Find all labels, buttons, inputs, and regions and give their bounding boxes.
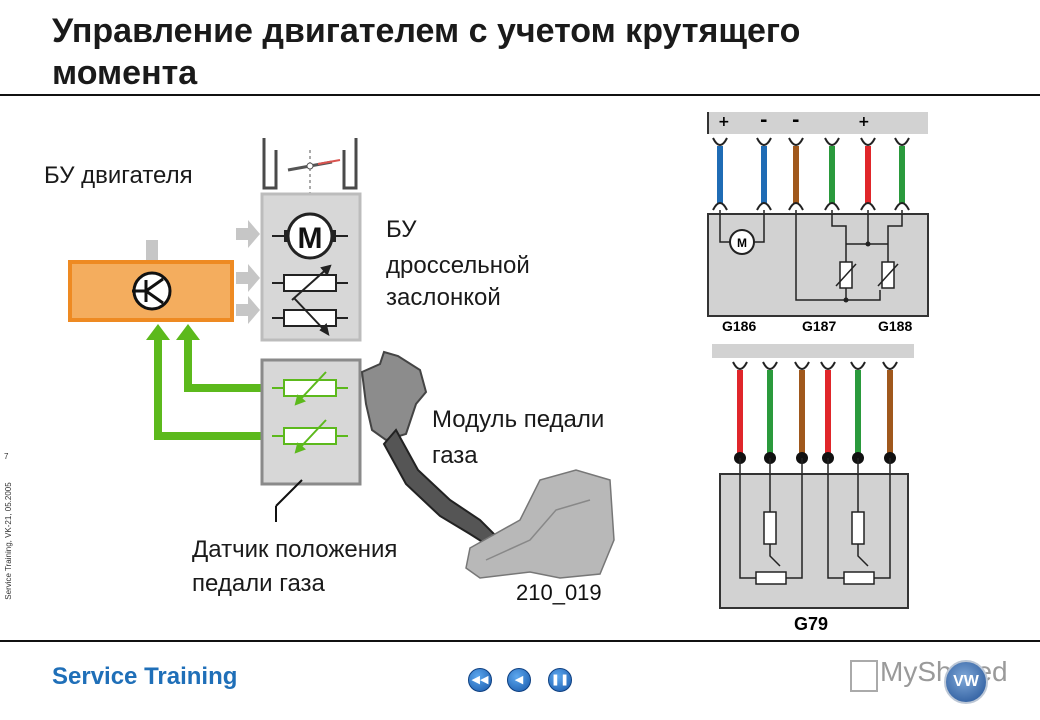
first-slide-button[interactable]: ◀◀ — [468, 668, 492, 692]
polarity-1: + — [718, 114, 730, 130]
top-pin-3 — [788, 202, 804, 211]
label-g186: G186 — [722, 318, 756, 334]
throttle-pot-2 — [272, 297, 348, 336]
top-wires — [712, 137, 910, 216]
pedal-pot-1 — [272, 371, 348, 406]
top-motor-icon: M — [729, 229, 755, 255]
top-connector-2 — [756, 137, 772, 146]
label-g188: G188 — [878, 318, 912, 334]
bottom-connector-1 — [732, 361, 748, 370]
top-pin-5 — [860, 202, 876, 211]
pedal-mechanism — [360, 350, 502, 550]
throttle-ecu-label-2: дроссельной — [386, 252, 530, 279]
polarity-3: - — [792, 110, 799, 131]
page-title: Управление двигателем с учетом крутящего… — [52, 12, 801, 92]
watermark-icon — [850, 660, 878, 692]
throttle-pot-1 — [272, 264, 348, 301]
vw-logo: VW — [944, 660, 988, 704]
throttle-housing — [262, 138, 358, 190]
engine-ecu-label: БУ двигателя — [44, 162, 193, 189]
bottom-circuit — [739, 474, 891, 585]
pedal-sensor-panel — [260, 358, 362, 486]
throttle-ecu-label-3: заслонкой — [386, 284, 501, 311]
polarity-2: - — [760, 110, 767, 131]
top-pin-2 — [756, 202, 772, 211]
command-arrows — [236, 220, 260, 324]
pause-button[interactable]: ❚❚ — [548, 668, 572, 692]
bottom-connector-6 — [882, 361, 898, 370]
signal-arrow-1 — [176, 324, 200, 340]
label-g187: G187 — [802, 318, 836, 334]
label-g79: G79 — [794, 614, 828, 634]
pedal-module-label-2: газа — [432, 442, 478, 469]
header-divider — [0, 94, 1040, 96]
pedal-module-label-1: Модуль педали — [432, 406, 605, 433]
top-connector-1 — [712, 137, 728, 146]
polarity-4: + — [858, 114, 870, 130]
pedal-sensor-label-2: педали газа — [192, 570, 325, 597]
top-pin-6 — [894, 202, 910, 211]
bottom-connector-3 — [794, 361, 810, 370]
wiring-top: + - - + M G186 G187 G188 — [707, 110, 929, 334]
top-pin-1 — [712, 202, 728, 211]
pedal-sensor-label-1: Датчик положения — [192, 536, 398, 563]
shoe-illustration — [465, 469, 615, 579]
top-pin-4 — [824, 202, 840, 211]
top-connector-3 — [788, 137, 804, 146]
top-connector-5 — [860, 137, 876, 146]
throttle-ecu-label-1: БУ — [386, 216, 417, 243]
footer-brand: Service Training — [52, 663, 238, 690]
motor-letter: M — [298, 222, 323, 255]
top-circuit — [719, 214, 903, 301]
pedal-pot-2 — [272, 419, 348, 454]
figure-code: 210_019 — [516, 580, 602, 605]
transistor-icon — [132, 271, 172, 311]
footer-divider — [0, 640, 1040, 642]
top-connector-4 — [824, 137, 840, 146]
motor-icon — [272, 212, 348, 260]
bottom-connector-5 — [850, 361, 866, 370]
wiring-bottom: G79 — [712, 344, 914, 634]
bottom-connector-2 — [762, 361, 778, 370]
bottom-connector-4 — [820, 361, 836, 370]
bottom-wires — [732, 361, 898, 482]
top-motor-letter: M — [737, 236, 747, 250]
page-number: 7 — [4, 452, 9, 461]
signal-arrow-2 — [146, 324, 170, 340]
ecu-connector — [146, 240, 158, 264]
pedal-signal-lines — [154, 338, 262, 440]
throttle-plate — [287, 150, 341, 195]
previous-slide-button[interactable]: ◀ — [507, 668, 531, 692]
top-connector-6 — [894, 137, 910, 146]
